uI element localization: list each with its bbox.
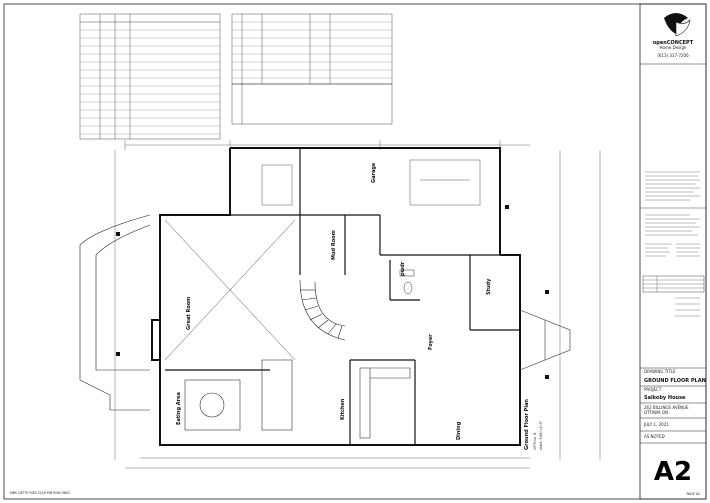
- legend-notes: [645, 214, 700, 257]
- logo-name: openCONCEPT: [653, 40, 694, 46]
- room-label-foyer: Foyer: [428, 334, 434, 350]
- column-markers: [116, 205, 549, 379]
- title-block: openCONCEPT Home Design (613) 317-7206: [640, 13, 706, 496]
- spiral-stair: [299, 279, 346, 341]
- drawing-scale: AS NOTED: [644, 434, 665, 439]
- door-schedule-rows: [232, 21, 392, 79]
- exterior-walls: [151, 147, 521, 446]
- stamp-lines: [675, 297, 700, 317]
- logo-subtitle: Home Design: [660, 45, 687, 50]
- address-line-2: OTTAWA ON: [644, 410, 668, 415]
- notes-table: [231, 83, 393, 125]
- room-label-eating-area: Eating Area: [176, 392, 182, 425]
- plan-area: 1579 sq. ft.: [533, 432, 537, 450]
- general-notes: [645, 171, 700, 201]
- footer-note: MBS LIETTE RON 2216 PIM RON 3663: [10, 491, 70, 495]
- sheet-number: A2: [654, 457, 692, 487]
- window-schedule: [79, 13, 221, 140]
- sheet-border: [3, 3, 707, 500]
- page-note: PAGE A2: [686, 492, 700, 496]
- address-line-1: 262 BILLINGS AVENUE: [644, 405, 689, 410]
- interior-walls: [165, 148, 520, 445]
- garage-details: [261, 159, 481, 206]
- kitchen-fixtures: [184, 359, 411, 439]
- project-label: PROJECT: [644, 387, 662, 392]
- room-label-great-room: Great Room: [186, 297, 192, 330]
- floor-plan: Garage Great Room Mud Room Study pwdr Fo…: [79, 140, 601, 469]
- dimension-lines: [114, 140, 601, 469]
- vaulted-ceiling-lines: [164, 219, 296, 361]
- drawing-date: JULY 1, 2021: [643, 422, 669, 427]
- room-label-garage: Garage: [371, 162, 377, 183]
- room-label-powder: pwdr: [400, 261, 406, 276]
- window-schedule-rows: [80, 29, 220, 135]
- room-label-dining: Dining: [456, 421, 462, 440]
- phone-number: (613) 317-7206: [657, 53, 689, 58]
- project-name: Salkoby House: [644, 395, 686, 401]
- revision-table: [642, 275, 705, 293]
- plan-title: Ground Floor Plan: [524, 399, 530, 450]
- room-label-mud-room: Mud Room: [331, 230, 337, 260]
- room-label-kitchen: Kitchen: [340, 398, 346, 420]
- title-block-frame: [639, 3, 707, 500]
- front-porch: [79, 214, 151, 411]
- drawing-title-label: DRAWING TITLE: [644, 369, 676, 374]
- door-schedule: [231, 13, 393, 85]
- drawing-title: GROUND FLOOR PLAN: [644, 378, 706, 384]
- bay-window: [519, 309, 571, 371]
- plan-scale: scale: 3/16"=1'-0": [539, 420, 543, 450]
- logo: [664, 13, 691, 37]
- room-label-study: Study: [486, 278, 492, 295]
- powder-room-fixtures: [399, 269, 415, 295]
